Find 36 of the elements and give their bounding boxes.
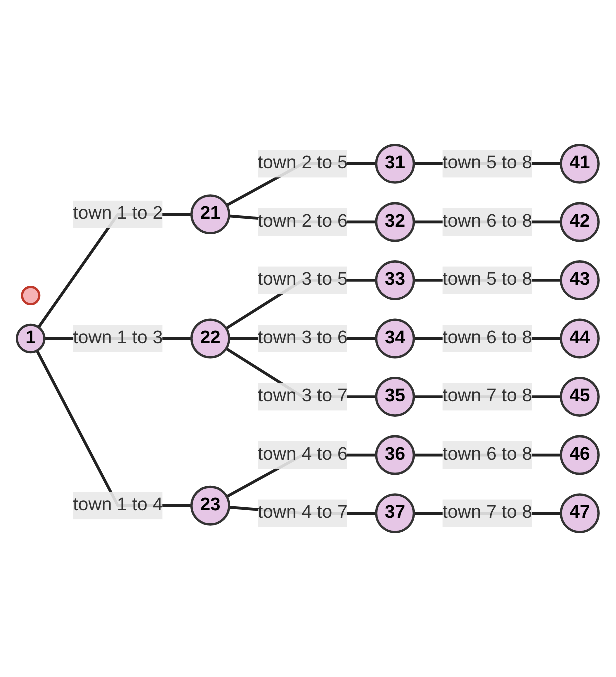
edge-label: town 6 to 8 xyxy=(442,212,533,232)
edge-label: town 6 to 8 xyxy=(442,328,533,348)
edge-label: town 3 to 6 xyxy=(258,328,348,348)
node-circle: 32 xyxy=(375,202,416,242)
node-circle xyxy=(21,286,41,306)
edge-label: town 1 to 3 xyxy=(73,328,164,348)
node-circle: 45 xyxy=(560,376,600,417)
node-circle: 35 xyxy=(375,376,416,417)
edge-label: town 3 to 7 xyxy=(258,386,348,406)
node-circle: 44 xyxy=(560,318,600,358)
edge-label: town 7 to 8 xyxy=(442,386,533,406)
edge-label: town 7 to 8 xyxy=(442,502,533,522)
edge-label: town 3 to 5 xyxy=(258,270,348,290)
node-circle: 33 xyxy=(375,260,416,300)
node-circle: 46 xyxy=(560,435,600,475)
node-circle: 22 xyxy=(190,318,230,358)
edge-label: town 6 to 8 xyxy=(442,444,533,464)
node-circle: 41 xyxy=(560,144,600,184)
edge-label: town 4 to 7 xyxy=(258,502,348,522)
edge-label: town 5 to 8 xyxy=(442,153,533,173)
node-circle: 47 xyxy=(560,493,600,534)
node-circle: 23 xyxy=(190,486,230,526)
edge-label: town 4 to 6 xyxy=(258,444,348,464)
node-circle: 1 xyxy=(16,324,46,354)
edge-label: town 2 to 6 xyxy=(258,212,348,232)
edge-label: town 5 to 8 xyxy=(442,270,533,290)
node-circle: 43 xyxy=(560,260,600,300)
node-circle: 21 xyxy=(190,194,230,234)
node-circle: 36 xyxy=(375,435,416,475)
edge-label: town 1 to 2 xyxy=(73,204,164,224)
node-circle: 34 xyxy=(375,318,416,358)
edge-label: town 1 to 4 xyxy=(73,495,164,515)
node-circle: 31 xyxy=(375,144,416,184)
node-circle: 37 xyxy=(375,493,416,534)
node-circle: 42 xyxy=(560,202,600,242)
edge-label: town 2 to 5 xyxy=(258,153,348,173)
